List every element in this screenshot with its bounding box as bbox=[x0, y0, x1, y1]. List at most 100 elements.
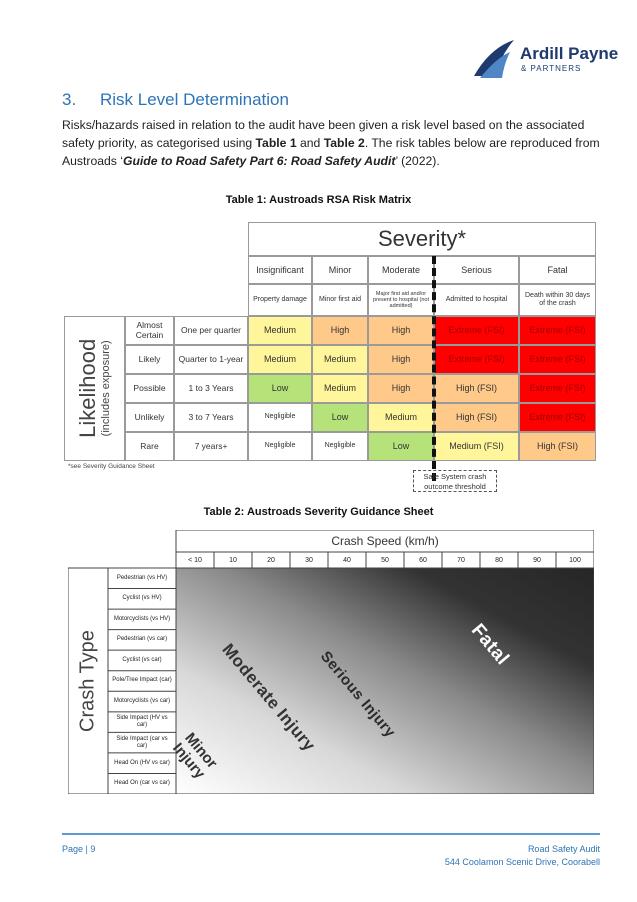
severity-name: Moderate bbox=[368, 256, 434, 284]
intro-paragraph: Risks/hazards raised in relation to the … bbox=[62, 116, 602, 170]
document-address: 544 Coolamon Scenic Drive, Coorabell bbox=[444, 857, 600, 867]
risk-cell: Extreme (FSI) bbox=[519, 374, 596, 403]
speed-tick: 40 bbox=[343, 556, 351, 564]
severity-desc: Death within 30 days of the crash bbox=[519, 284, 596, 316]
likelihood-level: Rare bbox=[125, 432, 174, 461]
crash-type-label: Pole/Tree Impact (car) bbox=[112, 677, 172, 684]
severity-title: Severity* bbox=[248, 222, 596, 256]
severity-footnote: *see Severity Guidance Sheet bbox=[68, 463, 155, 470]
speed-tick: 90 bbox=[533, 556, 541, 564]
severity-gradient bbox=[176, 568, 594, 794]
speed-tick: 70 bbox=[457, 556, 465, 564]
crash-type-label: Motorcyclists (vs HV) bbox=[113, 615, 171, 622]
likelihood-frequency: 7 years+ bbox=[174, 432, 248, 461]
speed-title: Crash Speed (km/h) bbox=[331, 534, 439, 548]
risk-cell: Extreme (FSI) bbox=[519, 316, 596, 345]
risk-cell: High (FSI) bbox=[519, 432, 596, 461]
quote-open: ‘ bbox=[120, 154, 123, 168]
crash-type-label: Side Impact (car vs car) bbox=[116, 735, 168, 749]
crash-type-label: Cyclist (vs HV) bbox=[122, 595, 162, 602]
risk-cell: Low bbox=[312, 403, 368, 432]
risk-cell: Medium bbox=[312, 345, 368, 374]
document-name: Road Safety Audit bbox=[527, 844, 600, 854]
risk-cell: High bbox=[368, 345, 434, 374]
risk-cell: Negligible bbox=[248, 403, 312, 432]
likelihood-header: Likelihood(includes exposure) bbox=[64, 316, 125, 461]
risk-cell: High (FSI) bbox=[434, 374, 519, 403]
likelihood-frequency: 3 to 7 Years bbox=[174, 403, 248, 432]
speed-tick: 100 bbox=[569, 556, 581, 564]
speed-tick: 20 bbox=[267, 556, 275, 564]
intro-text: Risks/hazards raised in relation to the … bbox=[62, 118, 585, 150]
risk-cell: Extreme (FSI) bbox=[519, 403, 596, 432]
speed-tick: 60 bbox=[419, 556, 427, 564]
speed-tick: 30 bbox=[305, 556, 313, 564]
speed-tick: 10 bbox=[229, 556, 237, 564]
table2-ref: Table 2 bbox=[323, 136, 365, 150]
risk-cell: High bbox=[312, 316, 368, 345]
likelihood-title: Likelihood bbox=[75, 338, 101, 439]
severity-guidance-sheet: Crash Speed (km/h) < 10 10 20 30 40 50 60 70 80 90… bbox=[68, 530, 594, 794]
crash-type-label: Motorcyclists (vs car) bbox=[113, 698, 171, 705]
guide-title: Guide to Road Safety Part 6: Road Safety… bbox=[122, 154, 396, 168]
intro-text-2: . The risk tables below are reproduced f… bbox=[62, 136, 600, 168]
intro-text-3: (2022). bbox=[397, 154, 440, 168]
crash-type-title: Crash Type bbox=[76, 630, 99, 732]
risk-cell: High bbox=[368, 374, 434, 403]
crash-type-label: Pedestrian (vs car) bbox=[116, 636, 168, 643]
likelihood-frequency: One per quarter bbox=[174, 316, 248, 345]
quote-close: ’ bbox=[395, 154, 398, 168]
risk-cell: Negligible bbox=[248, 432, 312, 461]
risk-cell: Low bbox=[248, 374, 312, 403]
risk-cell: Extreme (FSI) bbox=[434, 345, 519, 374]
risk-cell: Medium bbox=[248, 316, 312, 345]
risk-cell: Medium bbox=[312, 374, 368, 403]
severity-name: Fatal bbox=[519, 256, 596, 284]
likelihood-level: Possible bbox=[125, 374, 174, 403]
company-logo-icon bbox=[474, 40, 514, 78]
intro-and: and bbox=[296, 136, 324, 150]
severity-desc: Major first aid and/or present to hospit… bbox=[368, 284, 434, 316]
likelihood-level: Unlikely bbox=[125, 403, 174, 432]
risk-cell: Low bbox=[368, 432, 434, 461]
section-number: 3. bbox=[62, 90, 77, 109]
crash-type-label: Cyclist (vs car) bbox=[122, 656, 162, 663]
section-title: Risk Level Determination bbox=[100, 90, 289, 109]
risk-cell: High (FSI) bbox=[434, 403, 519, 432]
crash-type-label: Pedestrian (vs HV) bbox=[116, 574, 168, 581]
severity-desc: Property damage bbox=[248, 284, 312, 316]
risk-cell: High bbox=[368, 316, 434, 345]
table1-ref: Table 1 bbox=[255, 136, 297, 150]
speed-tick: 80 bbox=[495, 556, 503, 564]
risk-cell: Negligible bbox=[312, 432, 368, 461]
likelihood-frequency: 1 to 3 Years bbox=[174, 374, 248, 403]
likelihood-frequency: Quarter to 1-year bbox=[174, 345, 248, 374]
severity-grid-svg bbox=[68, 530, 594, 794]
risk-cell: Medium (FSI) bbox=[434, 432, 519, 461]
risk-cell: Extreme (FSI) bbox=[434, 316, 519, 345]
table1-caption: Table 1: Austroads RSA Risk Matrix bbox=[225, 194, 412, 206]
likelihood-level: Likely bbox=[125, 345, 174, 374]
risk-cell: Medium bbox=[368, 403, 434, 432]
risk-cell: Medium bbox=[248, 345, 312, 374]
severity-name: Insignificant bbox=[248, 256, 312, 284]
crash-type-label: Head On (car vs car) bbox=[114, 780, 170, 787]
safe-system-threshold-line bbox=[432, 256, 436, 481]
safe-system-note: Safe System crash outcome threshold bbox=[413, 470, 497, 492]
crash-type-label: Side Impact (HV vs car) bbox=[116, 715, 168, 729]
speed-tick: < 10 bbox=[188, 556, 202, 564]
likelihood-level: Almost Certain bbox=[125, 316, 174, 345]
risk-cell: Extreme (FSI) bbox=[519, 345, 596, 374]
severity-desc: Admitted to hospital bbox=[434, 284, 519, 316]
likelihood-subtitle: (includes exposure) bbox=[100, 340, 113, 437]
severity-name: Minor bbox=[312, 256, 368, 284]
speed-tick: 50 bbox=[381, 556, 389, 564]
table2-caption: Table 2: Austroads Severity Guidance She… bbox=[203, 506, 434, 518]
logo-name: Ardill Payne bbox=[520, 44, 619, 63]
crash-type-label: Head On (HV vs car) bbox=[114, 759, 170, 766]
severity-name: Serious bbox=[434, 256, 519, 284]
logo-subtitle: & PARTNERS bbox=[521, 64, 582, 73]
footer-divider bbox=[62, 833, 600, 835]
page-number: Page | 9 bbox=[62, 844, 96, 854]
